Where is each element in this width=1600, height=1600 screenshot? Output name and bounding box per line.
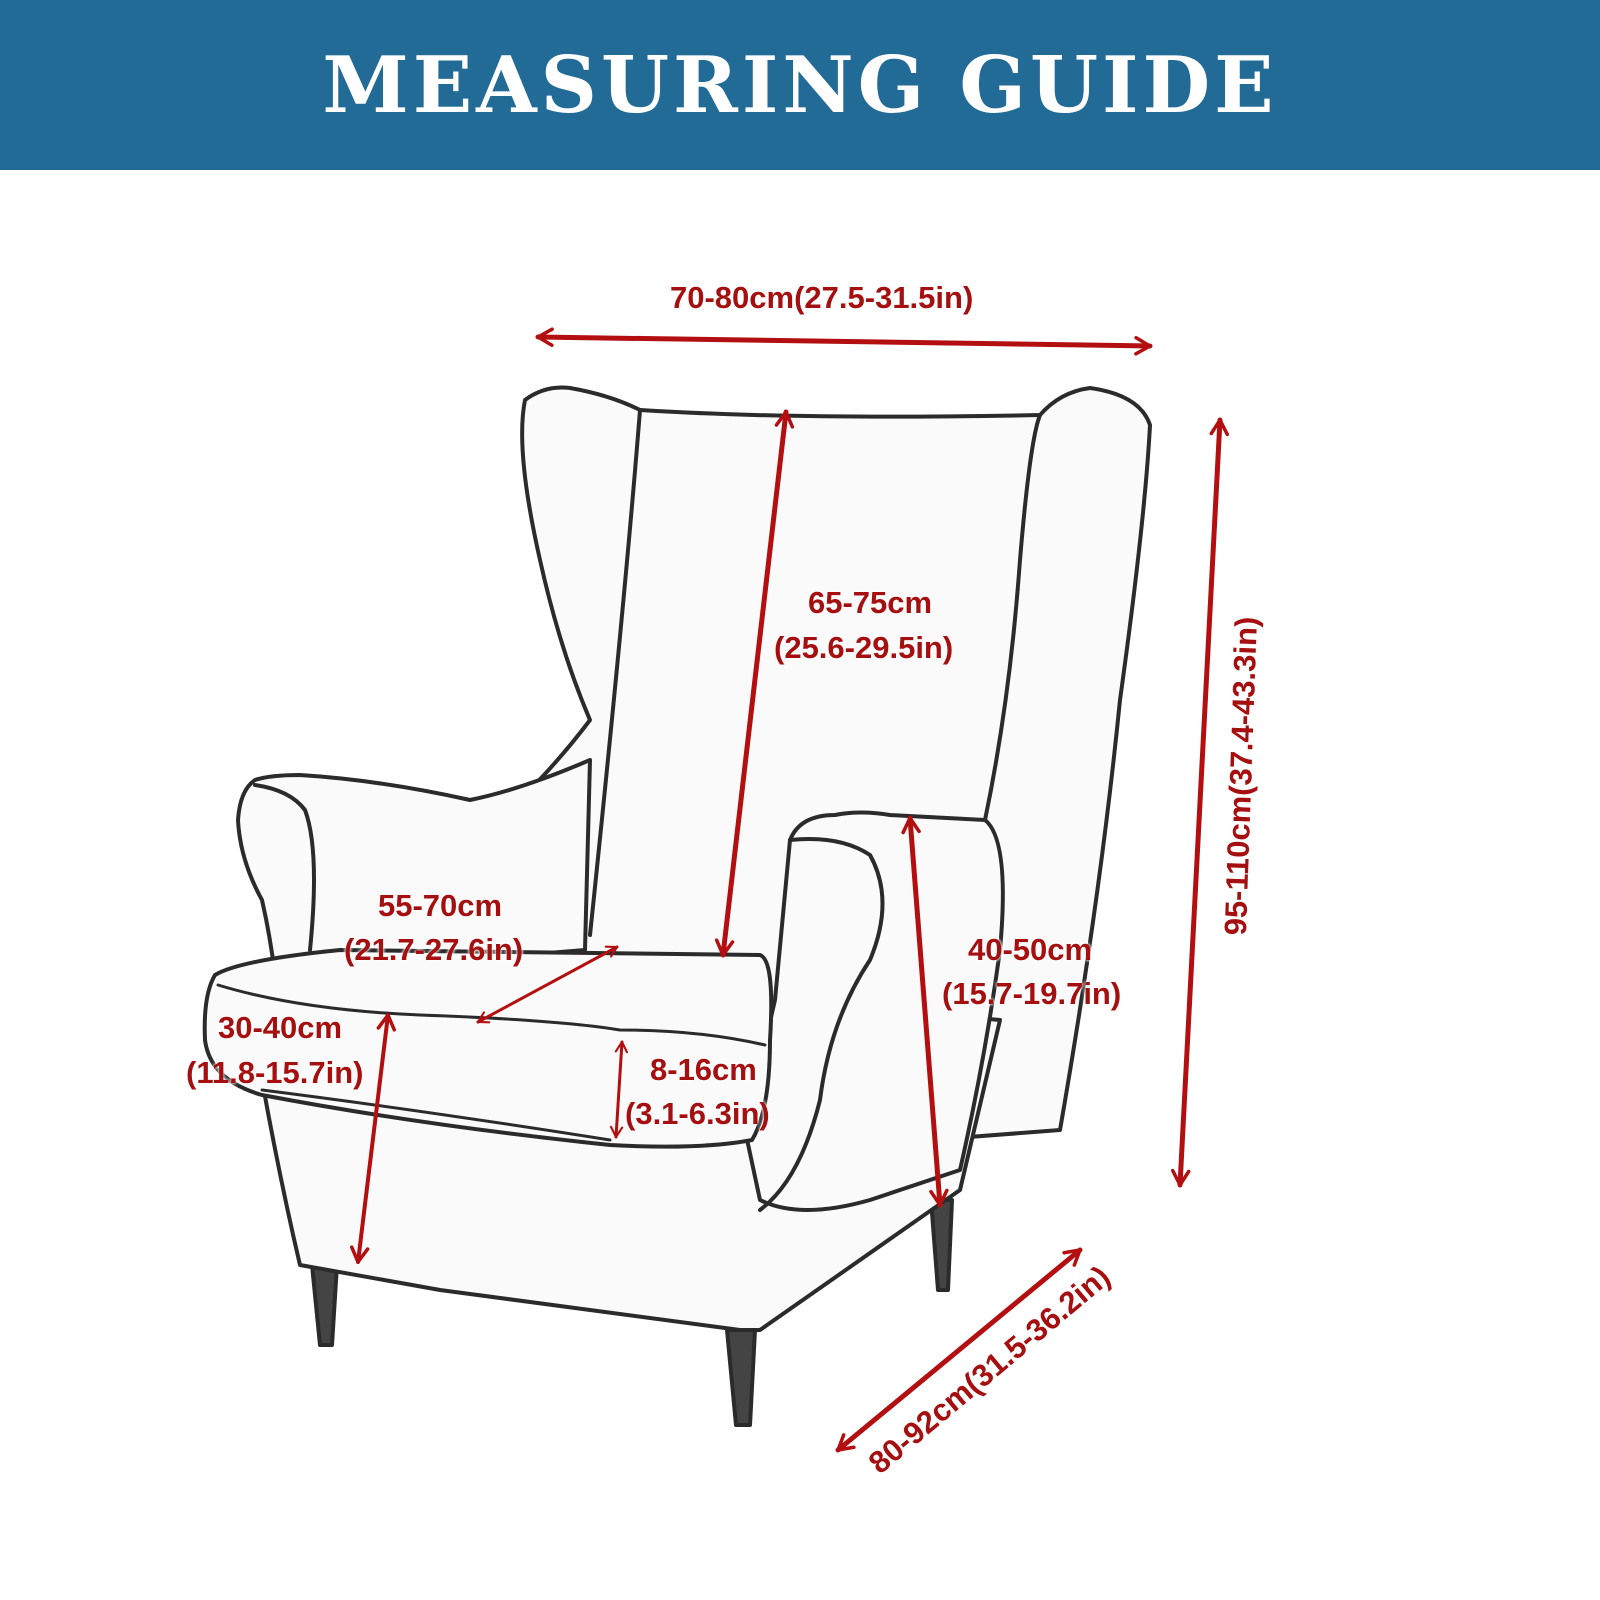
chair-right-arm-front — [758, 837, 885, 1212]
width-arrow — [535, 327, 1153, 356]
chair-wing-inner-edge — [983, 413, 1042, 822]
chair-leg-back-right — [929, 1198, 954, 1292]
chair-outline — [202, 385, 1152, 1427]
seat-depth-cm-label: 55-70cm — [378, 888, 503, 923]
seat-depth-in-label: (21.7-27.6in) — [344, 932, 524, 967]
page-title: MEASURING GUIDE — [322, 39, 1278, 131]
measurement-arrows — [349, 327, 1230, 1453]
chair-left-arm-scroll — [253, 783, 316, 952]
back-height-in-label: (25.6-29.5in) — [774, 630, 954, 665]
seat-depth-arrow — [476, 945, 619, 1024]
chair-back-inner-edge — [588, 408, 642, 937]
header-banner: MEASURING GUIDE — [0, 0, 1600, 170]
chair-left-arm — [236, 758, 592, 977]
chair-leg-front-left — [310, 1263, 339, 1347]
seat-height-cm-label: 30-40cm — [218, 1010, 343, 1045]
arm-height-arrow — [901, 815, 949, 1208]
seat-height-in-label: (11.8-15.7in) — [186, 1055, 364, 1090]
arm-height-cm-label: 40-50cm — [968, 932, 1093, 967]
cushion-thickness-cm-label: 8-16cm — [650, 1052, 757, 1087]
seat-height-arrow — [349, 1013, 397, 1264]
arm-height-in-label: (15.7-19.7in) — [942, 976, 1122, 1011]
depth-arrow — [835, 1247, 1083, 1453]
chair-seat-cushion-bottom-seam — [260, 1088, 612, 1142]
back-height-arrow — [714, 409, 795, 958]
cushion-thickness-in-label: (3.1-6.3in) — [625, 1096, 770, 1131]
back-height-cm-label: 65-75cm — [808, 585, 933, 620]
cushion-thickness-arrow — [609, 1040, 629, 1139]
total-height-arrow — [1170, 417, 1230, 1188]
chair-leg-front-right — [725, 1328, 757, 1427]
width-label: 70-80cm(27.5-31.5in) — [670, 280, 974, 315]
